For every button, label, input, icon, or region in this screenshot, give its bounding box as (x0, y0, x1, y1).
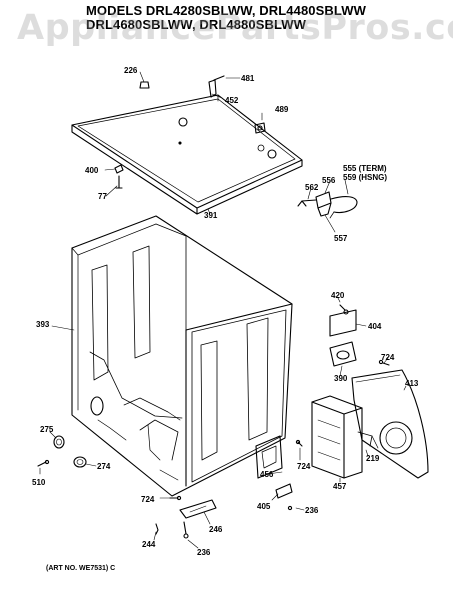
callout-391: 391 (204, 211, 218, 220)
left-lower-leader-lines (39, 431, 97, 475)
callout-236-bottom: 236 (197, 548, 211, 557)
callout-452: 452 (225, 96, 239, 105)
callout-393: 393 (36, 320, 50, 329)
callout-219: 219 (366, 454, 380, 463)
diagram-header: MODELS DRL4280SBLWW, DRL4480SBLWW DRL468… (0, 0, 453, 60)
right-leader-lines (267, 297, 407, 483)
callout-236-right: 236 (305, 506, 319, 515)
callout-274: 274 (97, 462, 111, 471)
callout-413: 413 (405, 379, 419, 388)
callout-246: 246 (209, 525, 223, 534)
callout-489: 489 (275, 105, 289, 114)
callout-244: 244 (142, 540, 156, 549)
art-number: (ART NO. WE7531) C (46, 565, 116, 572)
top-hardware-drawing (114, 75, 266, 189)
callout-724-middle: 724 (297, 462, 311, 471)
callout-456: 456 (260, 470, 274, 479)
left-lower-parts-drawing (37, 435, 87, 468)
callout-226: 226 (124, 66, 138, 75)
callout-555-term: 555 (TERM) (343, 164, 387, 173)
callout-559-hsng: 559 (HSNG) (343, 173, 388, 182)
callout-404: 404 (368, 322, 382, 331)
callout-562: 562 (305, 183, 319, 192)
callout-724-lower: 724 (141, 495, 155, 504)
cabinet-leader-lines (51, 325, 75, 331)
bottom-parts-drawing (155, 483, 293, 539)
terminal-block-drawing (297, 191, 358, 219)
model-list-line-1: MODELS DRL4280SBLWW, DRL4480SBLWW (86, 3, 366, 18)
callout-275: 275 (40, 425, 54, 434)
callout-405: 405 (257, 502, 271, 511)
callout-556: 556 (322, 176, 336, 185)
cabinet-drawing (71, 215, 293, 497)
watermark-logo: AppliancePartsPros.com (17, 8, 453, 48)
callout-510: 510 (32, 478, 46, 487)
bottom-leader-lines (153, 493, 305, 549)
right-parts-drawing (295, 304, 429, 479)
callout-557: 557 (334, 234, 348, 243)
top-leader-lines (104, 71, 263, 215)
model-list-line-2: DRL4680SBLWW, DRL4880SBLWW (86, 17, 307, 32)
terminal-leader-lines (307, 179, 349, 233)
callout-724-upper: 724 (381, 353, 395, 362)
callout-457: 457 (333, 482, 347, 491)
callout-481: 481 (241, 74, 255, 83)
top-panel-drawing (71, 94, 303, 215)
callout-77: 77 (98, 192, 107, 201)
callout-420: 420 (331, 291, 345, 300)
callout-400: 400 (85, 166, 99, 175)
callout-390: 390 (334, 374, 348, 383)
